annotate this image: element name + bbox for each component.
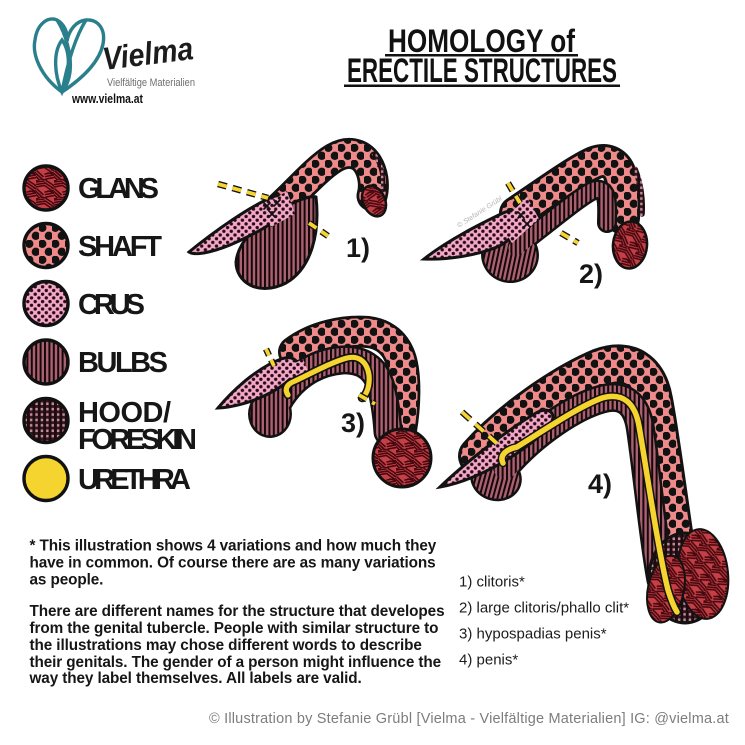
svg-text:Vielfältige Materialien: Vielfältige Materialien — [107, 77, 195, 89]
svg-text:Vielma: Vielma — [100, 30, 195, 77]
svg-text:the illustrations may chose di: the illustrations may chose different wo… — [30, 637, 422, 654]
svg-text:HOOD/: HOOD/ — [78, 397, 171, 429]
svg-text:URETHRA: URETHRA — [78, 464, 191, 496]
svg-text:1): 1) — [346, 233, 370, 263]
svg-text:have in common. Of course ther: have in common. Of course there are as m… — [30, 555, 436, 572]
svg-text:FORESKIN: FORESKIN — [78, 424, 197, 456]
svg-text:4): 4) — [588, 469, 612, 499]
svg-text:2) large clitoris/phallo clit*: 2) large clitoris/phallo clit* — [459, 600, 629, 617]
svg-text:SHAFT: SHAFT — [78, 231, 162, 263]
svg-text:www.vielma.at: www.vielma.at — [71, 91, 143, 106]
svg-text:4) penis*: 4) penis* — [459, 652, 518, 669]
svg-text:CRUS: CRUS — [78, 289, 145, 321]
svg-text:way they label themselves. All: way they label themselves. All labels ar… — [29, 670, 362, 687]
svg-text:* This illustration shows 4 va: * This illustration shows 4 variations a… — [30, 538, 437, 555]
svg-text:© Illustration by Stefanie Grü: © Illustration by Stefanie Grübl [Vielma… — [209, 711, 729, 727]
svg-text:1) clitoris*: 1) clitoris* — [459, 574, 525, 591]
svg-text:as people.: as people. — [30, 572, 104, 589]
svg-text:2): 2) — [579, 259, 603, 289]
svg-text:3) hypospadias penis*: 3) hypospadias penis* — [459, 626, 607, 643]
svg-text:their genitals. The gender of: their genitals. The gender of a person m… — [30, 654, 442, 671]
svg-text:3): 3) — [341, 408, 365, 438]
svg-text:ERECTILE STRUCTURES: ERECTILE STRUCTURES — [347, 52, 617, 90]
svg-text:There are different names for: There are different names for the struct… — [30, 603, 445, 620]
svg-text:HOMOLOGY of: HOMOLOGY of — [388, 23, 575, 59]
svg-text:GLANS: GLANS — [78, 173, 159, 205]
svg-text:from the genital tubercle. Peo: from the genital tubercle. People with s… — [30, 620, 439, 637]
svg-text:BULBS: BULBS — [78, 347, 168, 379]
